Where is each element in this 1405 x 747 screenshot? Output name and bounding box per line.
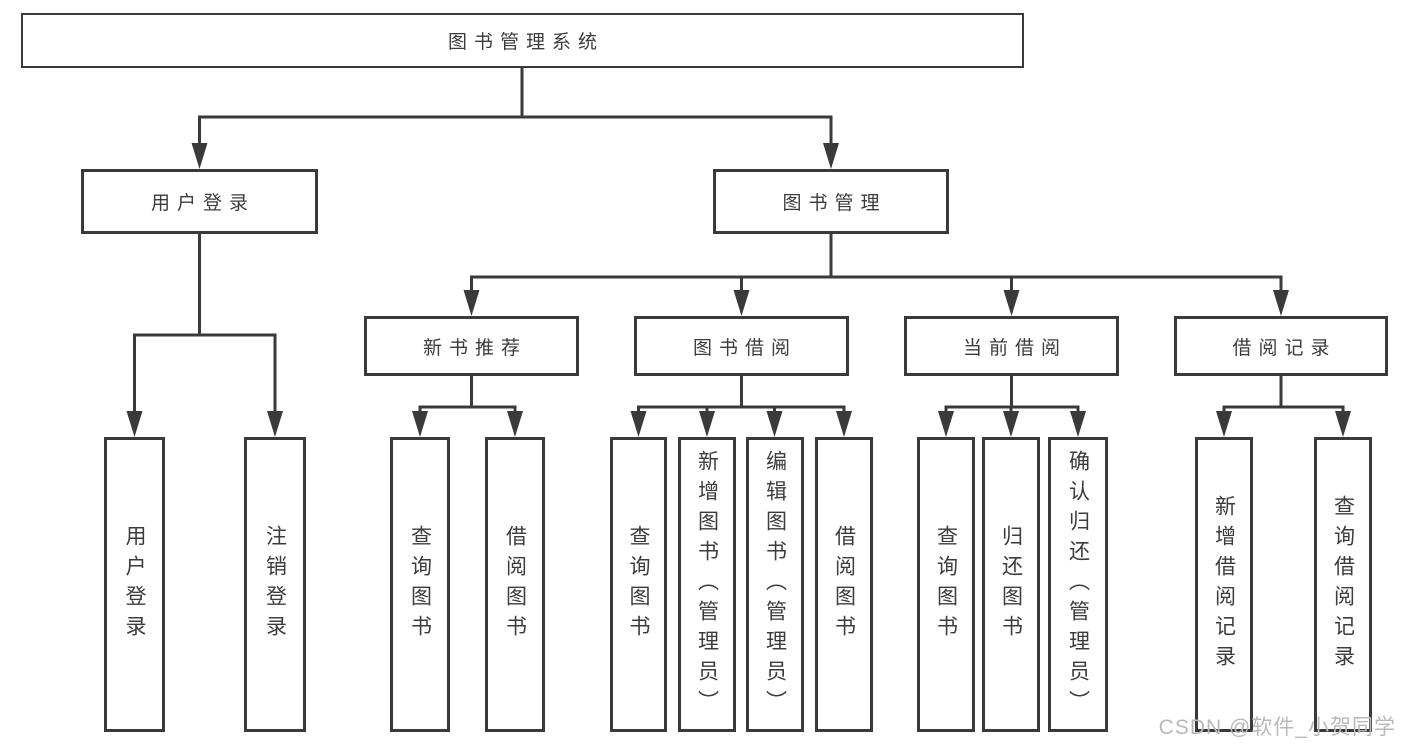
node-leaf-query-book-borrow-label: 查询图书	[627, 524, 650, 645]
node-leaf-logout-label: 注销登录	[263, 524, 287, 645]
node-new-book-recommend: 新书推荐	[364, 316, 579, 376]
node-leaf-add-borrow-record-label: 新增借阅记录	[1212, 494, 1236, 675]
node-leaf-confirm-return-admin: 确认归还（管理员）	[1048, 437, 1108, 732]
node-leaf-query-book-current: 查询图书	[917, 437, 975, 732]
node-leaf-return-book-label: 归还图书	[999, 524, 1023, 645]
node-leaf-user-login-label: 用户登录	[123, 524, 146, 645]
node-leaf-edit-book-admin: 编辑图书（管理员）	[746, 437, 804, 732]
node-leaf-borrow-book: 借阅图书	[815, 437, 873, 732]
node-new-book-recommend-label: 新书推荐	[422, 337, 527, 359]
node-book-borrow: 图书借阅	[634, 316, 849, 376]
node-leaf-query-book-recommend: 查询图书	[390, 437, 450, 732]
node-leaf-edit-book-admin-label: 编辑图书（管理员）	[763, 449, 787, 720]
node-leaf-query-book-recommend-label: 查询图书	[408, 524, 432, 645]
node-book-management-label: 图书管理	[782, 193, 887, 214]
node-current-borrow-label: 当前借阅	[962, 337, 1067, 359]
node-leaf-add-book-admin-label: 新增图书（管理员）	[695, 449, 719, 720]
csdn-watermark: CSDN @软件_小贺同学	[1158, 716, 1396, 739]
node-leaf-confirm-return-admin-label: 确认归还（管理员）	[1066, 449, 1090, 720]
node-leaf-query-book-borrow: 查询图书	[610, 437, 667, 732]
node-book-management: 图书管理	[713, 169, 949, 234]
node-leaf-add-borrow-record: 新增借阅记录	[1195, 437, 1253, 732]
node-user-login-label: 用户登录	[150, 193, 255, 214]
node-leaf-return-book: 归还图书	[982, 437, 1040, 732]
node-leaf-add-book-admin: 新增图书（管理员）	[678, 437, 736, 732]
node-book-borrow-label: 图书借阅	[692, 337, 797, 359]
node-leaf-query-borrow-record-label: 查询借阅记录	[1331, 494, 1355, 675]
node-leaf-query-borrow-record: 查询借阅记录	[1314, 437, 1372, 732]
node-borrow-records-label: 借阅记录	[1232, 337, 1337, 359]
node-leaf-logout: 注销登录	[244, 437, 306, 732]
node-current-borrow: 当前借阅	[904, 316, 1119, 376]
node-user-login: 用户登录	[81, 169, 318, 234]
node-leaf-borrow-book-recommend: 借阅图书	[485, 437, 545, 732]
node-root-system-label: 图书管理系统	[447, 32, 604, 53]
node-borrow-records: 借阅记录	[1174, 316, 1388, 376]
node-leaf-query-book-current-label: 查询图书	[934, 524, 958, 645]
node-leaf-borrow-book-label: 借阅图书	[832, 524, 856, 645]
node-root-system: 图书管理系统	[21, 13, 1024, 68]
node-leaf-borrow-book-recommend-label: 借阅图书	[503, 524, 527, 645]
node-leaf-user-login: 用户登录	[104, 437, 165, 732]
